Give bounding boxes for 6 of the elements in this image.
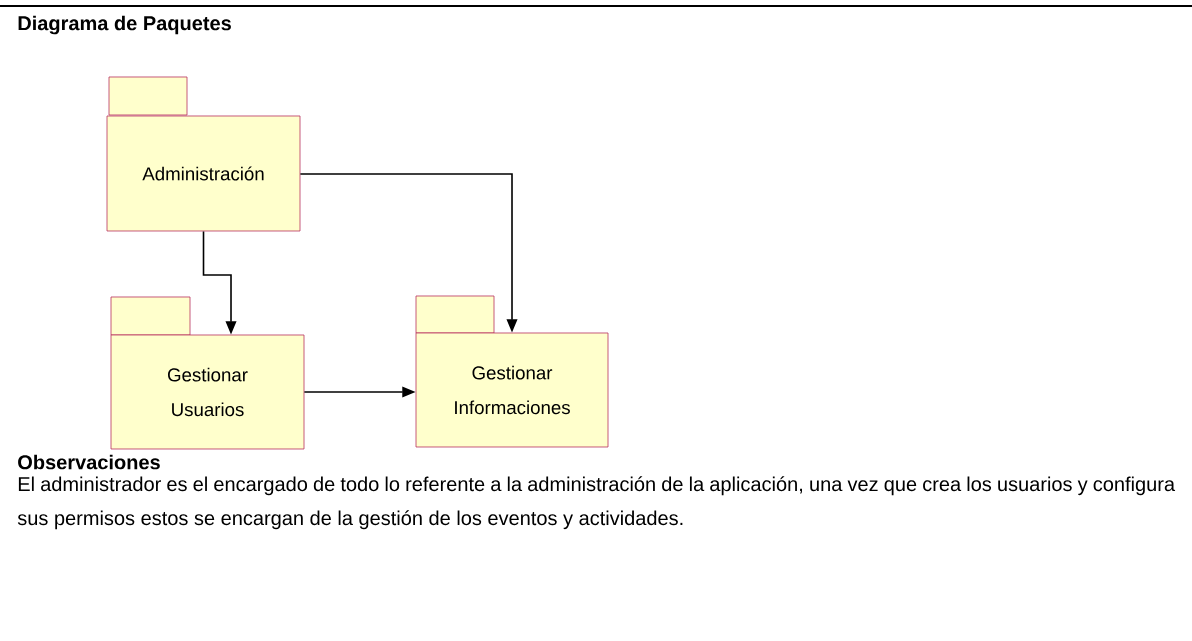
package-box: Gestionar Informaciones [415, 295, 609, 448]
diagram-title: Diagrama de Paquetes [18, 15, 231, 35]
paragraph: El administrador es el encargado de todo lo referente a la administración de la aplicación, una vez que crea los usuarios y configura sus permisos estos se encargan de la gestión de los eventos y actividades. [17, 476, 1176, 530]
package-box: Administración [106, 76, 301, 232]
section-heading: Observaciones [18, 454, 160, 470]
package-box: Gestionar Usuarios [110, 296, 305, 450]
